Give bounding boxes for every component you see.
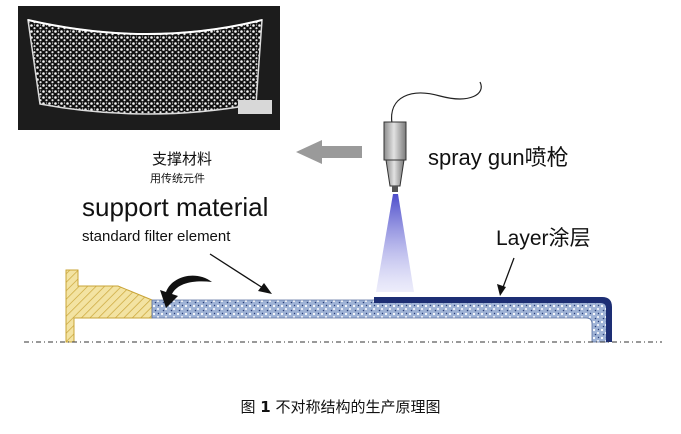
spray-gun-label: spray gun喷枪 <box>428 145 569 170</box>
micrograph-photo <box>18 6 280 130</box>
direction-arrow-icon <box>296 140 362 164</box>
caption-number: 1 <box>260 398 271 416</box>
spray-gun-icon <box>383 81 482 192</box>
coating-layer <box>374 297 612 342</box>
flange-end <box>65 269 153 343</box>
support-body <box>151 299 609 343</box>
support-pointer-arrow <box>209 253 272 294</box>
support-label-en-sub: standard filter element <box>82 228 231 245</box>
layer-pointer-arrow <box>497 257 515 296</box>
support-label-cn-sub: 用传统元件 <box>150 172 205 185</box>
curved-arrow-icon <box>160 275 212 308</box>
caption-text: 不对称结构的生产原理图 <box>275 398 441 416</box>
figure-caption: 图 1 不对称结构的生产原理图 <box>0 396 681 417</box>
support-label-en: support material <box>82 192 269 222</box>
layer-label: Layer涂层 <box>496 227 591 250</box>
caption-prefix: 图 <box>240 398 256 416</box>
spray-cone <box>376 194 414 292</box>
support-label-cn: 支撑材料 <box>152 150 213 168</box>
filter-element <box>65 269 612 343</box>
